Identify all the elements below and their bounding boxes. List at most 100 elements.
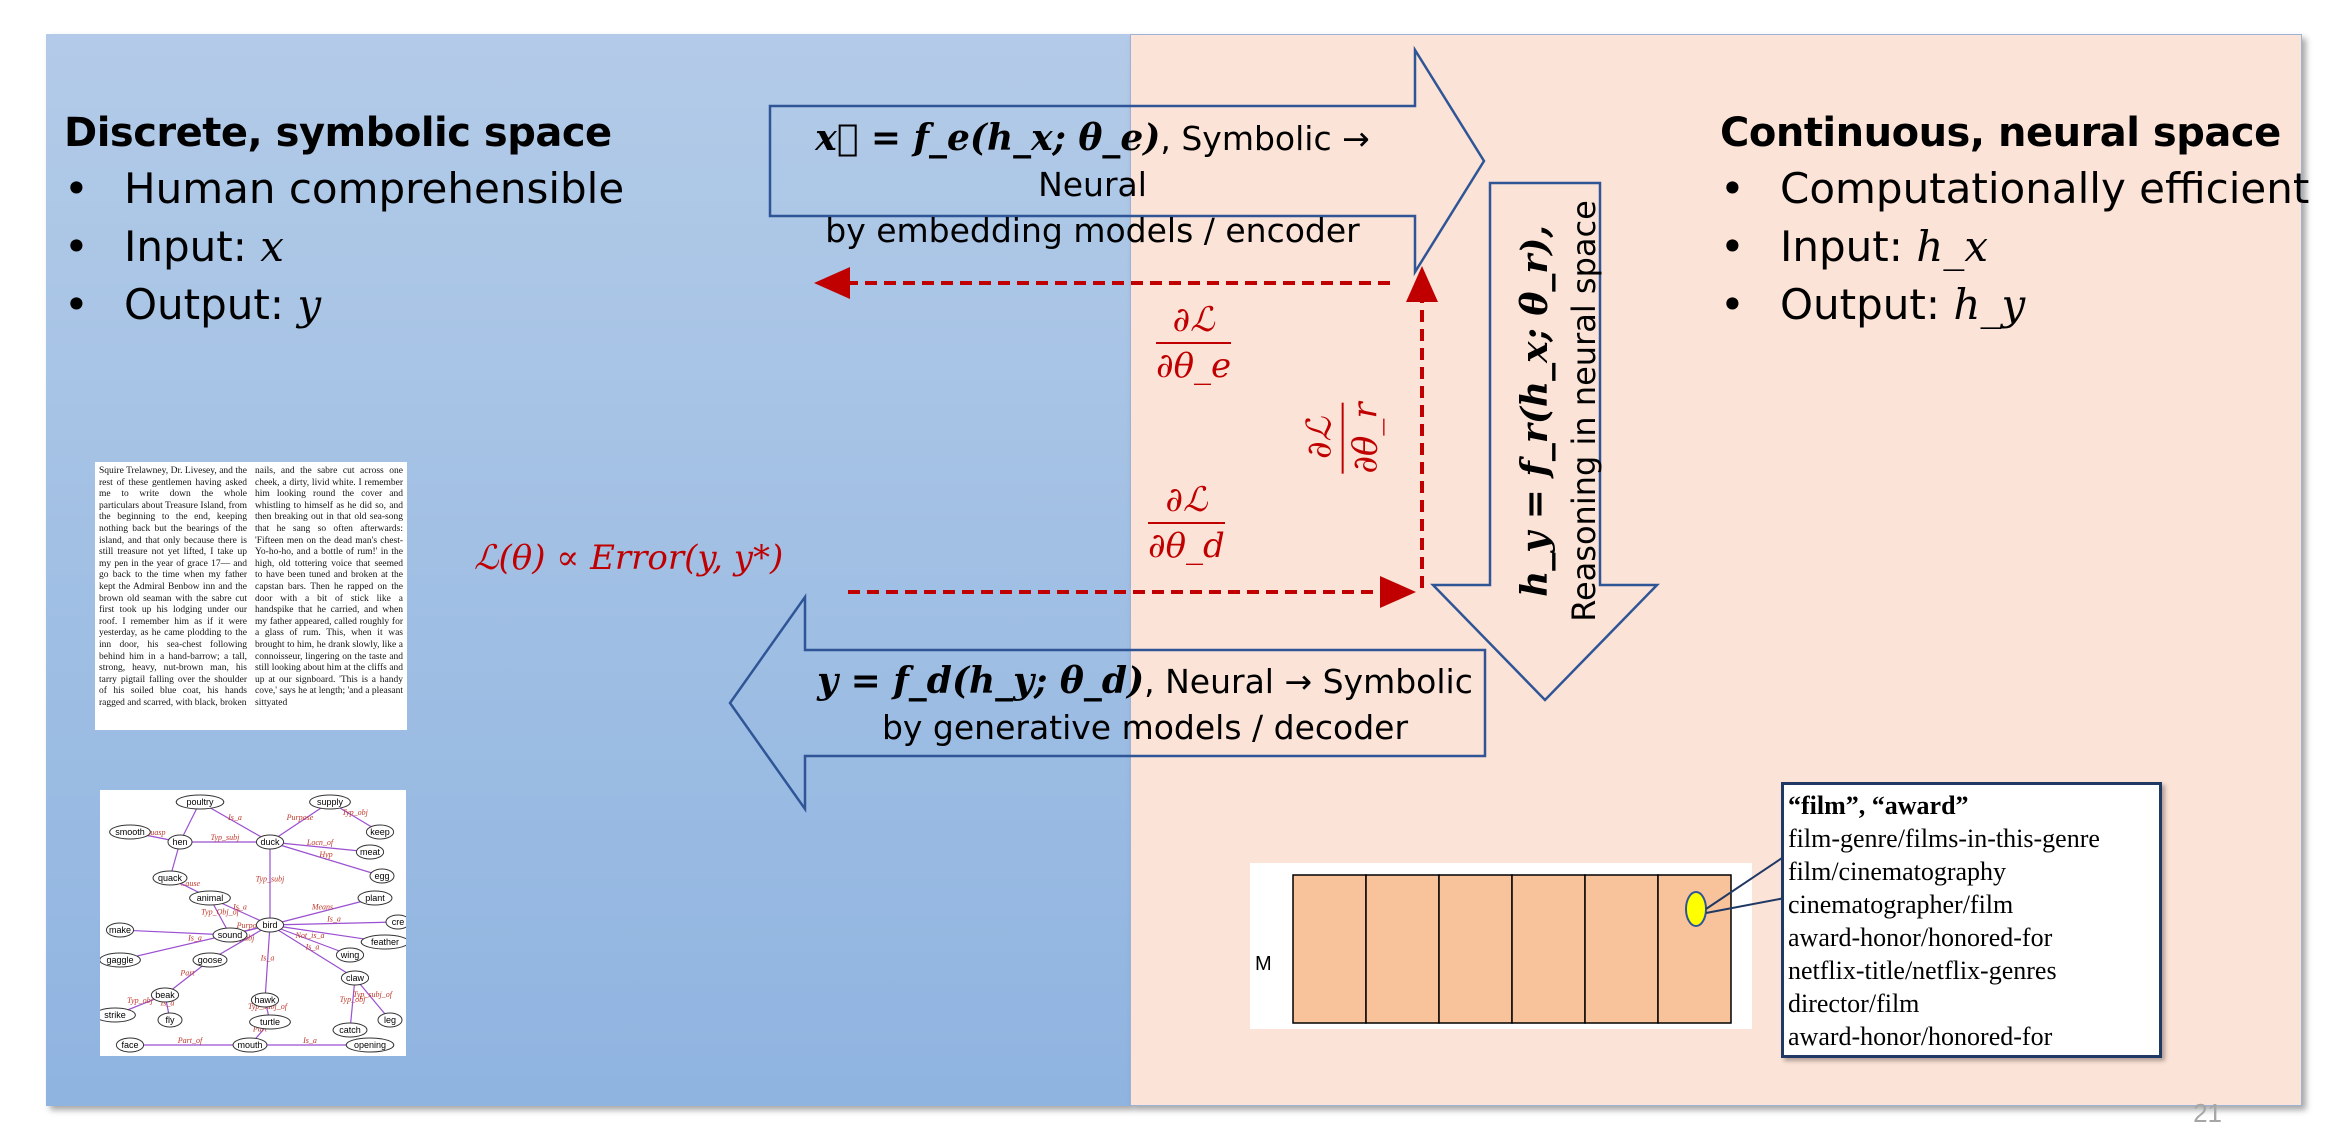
matrix-cell <box>1438 874 1513 1024</box>
bullet-item: •Output: h_y <box>1720 280 2026 329</box>
semantic-edge <box>119 929 231 936</box>
semantic-node-label: hawk <box>254 995 276 1005</box>
encoder-arrow <box>768 45 1486 277</box>
semantic-edge-label: Is_a <box>232 903 247 912</box>
symbolic-space-title: Discrete, symbolic space <box>64 110 612 156</box>
semantic-edge-label: Part <box>179 969 195 978</box>
decoder-gradient: ∂ℒ ∂θ_d <box>1148 480 1225 566</box>
semantic-edge <box>269 921 399 926</box>
semantic-node <box>309 794 351 810</box>
semantic-edge <box>264 924 271 1001</box>
semantic-edge-label: Purpose <box>286 813 314 822</box>
semantic-edge-label: Typ_obj <box>342 808 368 817</box>
semantic-node-label: hen <box>172 837 187 847</box>
relation-query: “film”, “award” <box>1788 791 1969 820</box>
semantic-edge <box>199 801 271 843</box>
relation-item: award-honor/honored-for <box>1788 1022 2053 1051</box>
semantic-edge <box>269 897 376 926</box>
embedding-matrix-figure: M <box>1250 863 1752 1029</box>
semantic-edge <box>349 977 356 1031</box>
semantic-node <box>357 890 393 906</box>
relation-item: netflix-title/netflix-genres <box>1788 956 2057 985</box>
semantic-node <box>250 992 280 1008</box>
neural-space-title: Continuous, neural space <box>1720 110 2281 156</box>
semantic-edge-label: Is_a <box>227 813 242 822</box>
semantic-node <box>150 987 180 1003</box>
semantic-edge-label: Part <box>252 1025 268 1034</box>
semantic-node <box>115 1037 145 1053</box>
semantic-node-label: sound <box>218 930 243 940</box>
semantic-node <box>212 927 248 943</box>
bullet-item: •Input: h_x <box>1720 222 1989 271</box>
semantic-node <box>369 868 395 884</box>
semantic-edge-label: Is_a <box>160 999 175 1008</box>
matrix-cell <box>1292 874 1367 1024</box>
encoder-gradient: ∂ℒ ∂θ_e <box>1156 300 1232 386</box>
semantic-node <box>385 914 406 930</box>
semantic-node <box>100 1007 136 1023</box>
semantic-node-label: claw <box>346 973 365 983</box>
loss-formula: ℒ(θ) ∝ Error(y, y*) <box>474 538 784 578</box>
document-column: nails, and the sabre cut across one chee… <box>255 466 403 708</box>
bullet-item: •Output: y <box>64 280 322 329</box>
semantic-node-label: duck <box>260 837 280 847</box>
semantic-node <box>152 870 188 886</box>
neural-space-bullets: •Computationally efficient •Input: h_x •… <box>1720 160 2309 334</box>
semantic-node-label: supply <box>317 797 344 807</box>
semantic-node <box>192 952 228 968</box>
relation-item: award-honor/honored-for <box>1788 923 2053 952</box>
semantic-edge-label: Quasp <box>145 828 166 837</box>
semantic-edge-label: Is_a <box>326 915 341 924</box>
semantic-node-label: leg <box>384 1015 396 1025</box>
semantic-node-label: smooth <box>115 827 145 837</box>
semantic-node-label: turtle <box>260 1017 280 1027</box>
semantic-edge-label: Typ_subj_of <box>353 990 394 999</box>
semantic-node <box>332 1022 368 1038</box>
symbolic-space-bullets: •Human comprehensible •Input: x •Output:… <box>64 160 624 334</box>
matrix-cell <box>1365 874 1440 1024</box>
semantic-node <box>360 934 406 950</box>
semantic-edge <box>269 841 383 877</box>
reasoning-arrow <box>1430 181 1660 702</box>
decoder-arrow <box>728 593 1487 813</box>
bullet-item: •Computationally efficient <box>1720 164 2310 213</box>
semantic-edge-label: Is_a <box>305 943 320 952</box>
semantic-node-label: fly <box>166 1015 176 1025</box>
decoder-arrow-label: y = f_d(h_y; θ_d), Neural → Symbolic by … <box>817 660 1473 747</box>
semantic-node <box>105 922 135 938</box>
semantic-edge-label: Not_is_a <box>295 931 325 940</box>
semantic-node-label: catch <box>339 1025 361 1035</box>
semantic-node-label: keep <box>370 827 390 837</box>
highlighted-entry <box>1685 891 1707 927</box>
semantic-edge-label: Purpose <box>236 921 264 930</box>
relation-item: film/cinematography <box>1788 857 2007 886</box>
relation-item: cinematographer/film <box>1788 890 2014 919</box>
semantic-node <box>377 1012 403 1028</box>
semantic-node <box>345 1037 395 1053</box>
matrix-cell <box>1584 874 1659 1024</box>
bullet-item: •Human comprehensible <box>64 164 625 213</box>
semantic-node-label: cre <box>392 917 405 927</box>
semantic-node-label: meat <box>360 847 381 857</box>
semantic-node <box>109 824 151 840</box>
semantic-node <box>100 952 141 968</box>
semantic-edge-label: Typ_obj <box>340 995 366 1004</box>
semantic-edge <box>269 924 351 956</box>
reasoning-arrow-label: h_y = f_r(h_x; θ_r), Reasoning in neural… <box>1514 200 1603 622</box>
relation-item: director/film <box>1788 989 1920 1018</box>
semantic-node <box>249 1014 291 1030</box>
semantic-edge-label: Hyp <box>318 850 332 859</box>
semantic-edge <box>269 924 356 979</box>
semantic-node <box>157 1012 183 1028</box>
semantic-node-label: face <box>121 1040 138 1050</box>
relation-item: film-genre/films-in-this-genre <box>1788 824 2100 853</box>
semantic-edge-label: Locn_of <box>306 838 335 847</box>
semantic-edge-label: Is_a <box>302 1036 317 1045</box>
semantic-node-label: strike <box>104 1010 126 1020</box>
matrix-cell <box>1511 874 1586 1024</box>
semantic-edge-label: Is_a <box>260 954 275 963</box>
semantic-edge-label: Part_of <box>177 1036 204 1045</box>
relation-list: “film”, “award” film-genre/films-in-this… <box>1781 782 2162 1058</box>
